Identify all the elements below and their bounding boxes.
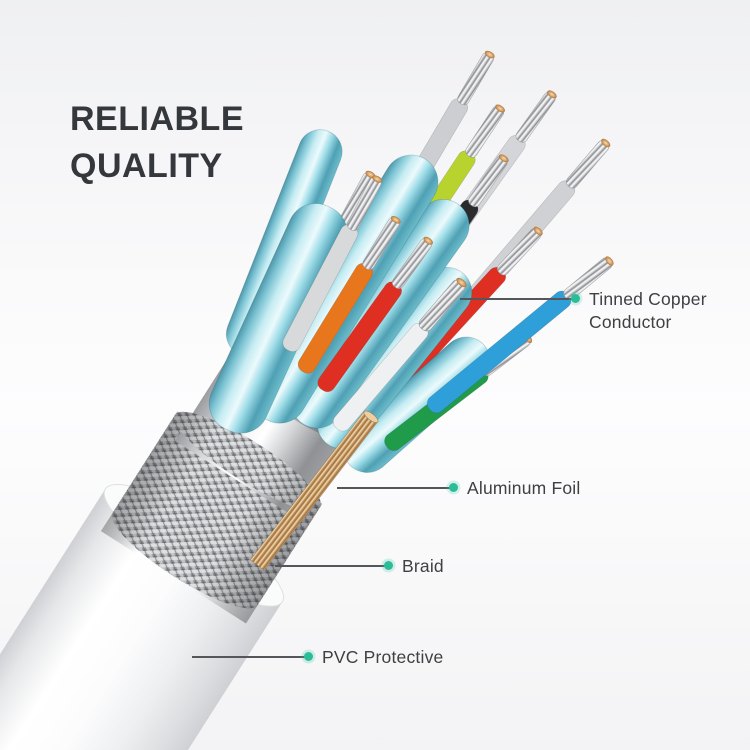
wire-conductor-tip (456, 277, 467, 288)
leader-line (460, 298, 573, 300)
callout-braid: Braid (275, 555, 444, 578)
callout-label: PVC Protective (322, 647, 444, 667)
callout-label-line-2: Conductor (589, 312, 672, 332)
wire (317, 236, 434, 393)
callout-label-line-1: Tinned Copper (589, 289, 707, 309)
leader-line (337, 487, 451, 489)
cable (0, 50, 614, 750)
page-title: RELIABLE QUALITY (70, 96, 244, 190)
pvc-jacket (0, 488, 283, 750)
wire (426, 256, 614, 414)
wire-conductor-strands (565, 140, 610, 189)
drain-wire (250, 410, 379, 571)
wire-conductor-tip (547, 90, 557, 99)
callout-label: Tinned Copper Conductor (589, 288, 707, 334)
wire-conductor-tip (498, 154, 509, 163)
title-line-2: QUALITY (70, 147, 223, 185)
wire (332, 277, 467, 432)
callout-label: Braid (402, 556, 444, 576)
wire-conductor-tip (495, 104, 505, 113)
wire-conductor-tip (484, 50, 495, 59)
wire-conductor-tip (601, 138, 611, 148)
wire-conductor-tip (605, 256, 614, 266)
callout-dot (449, 483, 458, 492)
callout-label: Aluminum Foil (467, 478, 581, 498)
wire-conductor-tip (533, 226, 543, 236)
callout-tinned-copper: Tinned Copper Conductor (460, 288, 707, 334)
title-line-1: RELIABLE (70, 100, 244, 138)
callout-dot (571, 294, 580, 303)
leader-line (192, 656, 306, 658)
callout-dot (384, 561, 393, 570)
wire-conductor-tip (423, 236, 434, 245)
callout-aluminum-foil: Aluminum Foil (337, 477, 580, 500)
wire-conductor-strands (515, 91, 556, 143)
wire-conductor-tip (372, 175, 383, 183)
leader-line (275, 565, 386, 567)
wire (297, 215, 401, 374)
wire (282, 175, 383, 352)
wire-conductor-tip (390, 215, 401, 224)
braid-top-rim (174, 411, 321, 511)
callout-dot (304, 652, 313, 661)
wire-conductor-strands (465, 105, 504, 158)
wire-conductor-strands (457, 52, 494, 106)
callout-pvc: PVC Protective (192, 646, 443, 669)
